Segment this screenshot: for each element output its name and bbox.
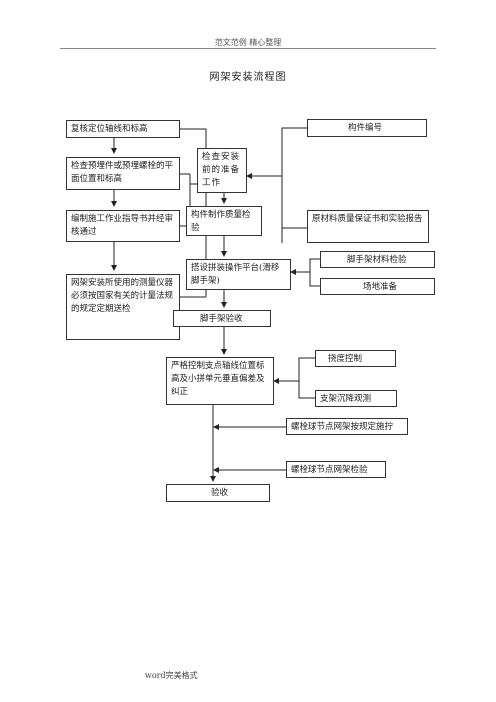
node-scaffold-material-check: 脚手架材料检验 — [320, 251, 435, 268]
page-header: 范文范例 精心整理 — [214, 38, 282, 47]
connector-deflection — [298, 357, 315, 399]
node-check-embedded: 检查预埋件或预埋螺栓的平面位置和标高 — [66, 157, 180, 190]
node-settlement-observe: 支架沉降观测 — [315, 390, 397, 407]
node-pre-install-check: 检查安装前的准备工作 — [197, 148, 247, 193]
connector-scaffold-material — [309, 258, 320, 287]
node-prepare-guide: 编制施工作业指导书并经审核通过 — [66, 210, 180, 242]
node-bolt-tighten: 螺栓球节点网架按规定施拧 — [286, 418, 408, 435]
node-control-support: 严格控制支点轴线位置标高及小拼单元垂直偏差及纠正 — [166, 357, 274, 405]
node-site-prep: 场地准备 — [320, 278, 435, 295]
connector-component-number — [281, 127, 307, 243]
node-quality-check: 构件制作质量检验 — [186, 206, 262, 236]
node-material-cert: 原材料质量保证书和实验报告 — [307, 210, 429, 243]
node-bolt-inspect: 螺栓球节点网架检验 — [286, 461, 386, 478]
node-acceptance: 验收 — [166, 484, 270, 502]
node-component-number: 构件编号 — [307, 119, 427, 137]
diagram-title: 网架安装流程图 — [209, 72, 287, 83]
node-scaffold-platform: 搭设拼装操作平台(滑移脚手架) — [186, 259, 291, 290]
header-divider — [60, 48, 436, 49]
node-verify-axes: 复核定位轴线和标高 — [66, 120, 180, 138]
node-scaffold-acceptance: 脚手架验收 — [173, 310, 271, 327]
node-measuring-tools: 网架安装所使用的测量仪器必须按国家有关的计量法规的规定定期送检 — [66, 274, 180, 340]
node-deflection-control: 挠度控制 — [315, 350, 396, 367]
page-footer: word完美格式 — [145, 671, 198, 680]
